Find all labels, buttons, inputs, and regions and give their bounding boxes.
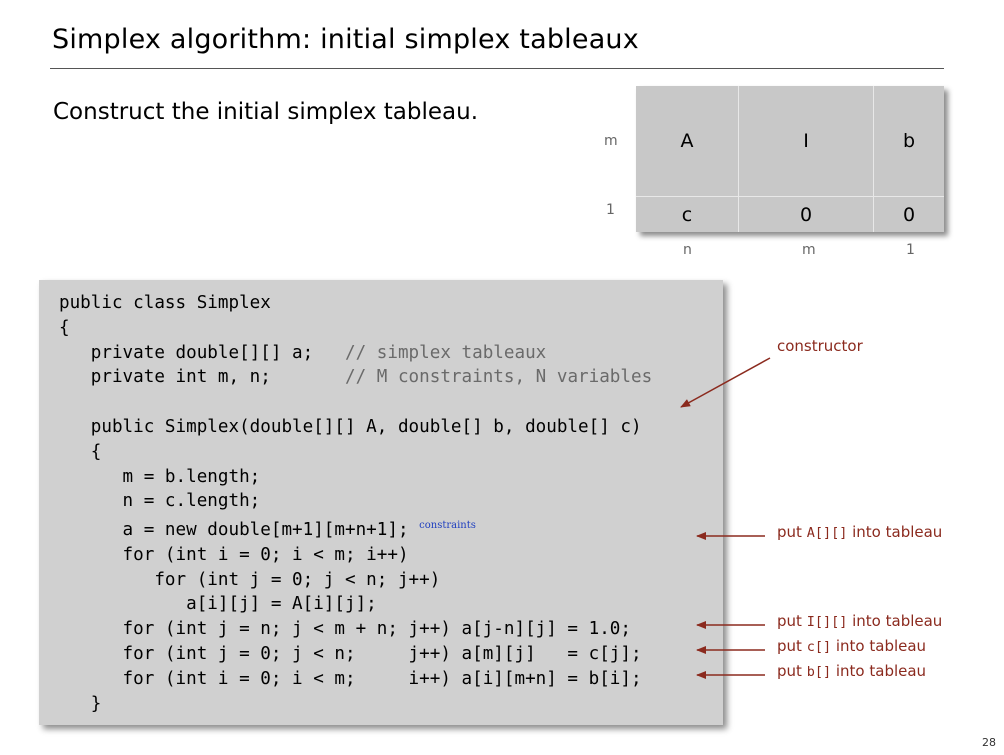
tableau-cell-b: b xyxy=(874,86,944,196)
annotation-word: put xyxy=(777,662,802,680)
annotation-word: put xyxy=(777,612,802,630)
arrow-constructor xyxy=(680,357,771,408)
code-line: n = c.length; xyxy=(59,491,261,512)
code-line: { xyxy=(59,441,102,462)
annotation-word: into tableau xyxy=(835,637,927,655)
tableau-divider xyxy=(636,196,944,197)
tableau-cell-I: I xyxy=(739,86,873,196)
annotation-code: A[][] xyxy=(806,525,848,541)
code-line: { xyxy=(59,317,70,338)
row-label-m: m xyxy=(604,133,618,149)
code-line: a = new double[m+1][m+n+1]; xyxy=(59,520,420,541)
tableau-cell-A: A xyxy=(636,86,738,196)
code-line: for (int i = 0; i < m; i++) xyxy=(59,544,409,565)
annotation-put-i: put I[][] into tableau xyxy=(777,612,942,630)
annotation-put-b: put b[] into tableau xyxy=(777,662,926,680)
annotation-word: put xyxy=(777,523,802,541)
tableau-divider xyxy=(873,86,874,232)
annotation-word: into tableau xyxy=(835,662,927,680)
code-block: public class Simplex { private double[][… xyxy=(39,280,723,725)
slide-title: Simplex algorithm: initial simplex table… xyxy=(52,24,639,55)
code-line: m = b.length; xyxy=(59,466,261,487)
code-comment: // simplex tableaux xyxy=(345,342,547,363)
code-line: } xyxy=(59,693,102,714)
tableau-cell-c: c xyxy=(636,197,738,232)
code-line: for (int j = n; j < m + n; j++) a[j-n][j… xyxy=(59,619,631,640)
annotation-word: put xyxy=(777,637,802,655)
row-label-1: 1 xyxy=(606,202,615,218)
code-line: for (int j = 0; j < n; j++) a[m][j] = c[… xyxy=(59,644,642,665)
code-line: public class Simplex xyxy=(59,293,271,313)
tableau-cell-zero-1: 0 xyxy=(739,197,873,232)
annotation-code: b[] xyxy=(806,664,832,680)
annotation-code: c[] xyxy=(806,639,832,655)
col-label-m: m xyxy=(802,242,816,258)
code-line: private double[][] a; xyxy=(59,342,345,363)
code-tiny-note: constraints xyxy=(419,520,476,532)
code-line: private int m, n; xyxy=(59,367,345,388)
code-comment: // M constraints, N variables xyxy=(345,367,653,388)
slide-subtitle: Construct the initial simplex tableau. xyxy=(53,99,479,125)
page-number: 28 xyxy=(982,736,996,749)
title-divider xyxy=(50,68,944,69)
code-line: for (int j = 0; j < n; j++) xyxy=(59,569,441,590)
col-label-1: 1 xyxy=(906,242,915,258)
simplex-tableau: A I b c 0 0 xyxy=(636,86,944,232)
annotation-put-c: put c[] into tableau xyxy=(777,637,926,655)
tableau-cell-zero-2: 0 xyxy=(874,197,944,232)
annotation-constructor: constructor xyxy=(777,337,863,355)
code-line: public Simplex(double[][] A, double[] b,… xyxy=(59,416,642,437)
code-line: a[i][j] = A[i][j]; xyxy=(59,594,377,615)
annotation-word: into tableau xyxy=(852,523,943,541)
tableau-divider xyxy=(738,86,739,232)
annotation-code: I[][] xyxy=(806,614,848,630)
code-line: for (int i = 0; i < m; i++) a[i][m+n] = … xyxy=(59,668,642,689)
annotation-word: into tableau xyxy=(852,612,943,630)
annotation-put-a: put A[][] into tableau xyxy=(777,523,942,541)
col-label-n: n xyxy=(683,242,692,258)
code-listing: public class Simplex { private double[][… xyxy=(59,291,652,716)
